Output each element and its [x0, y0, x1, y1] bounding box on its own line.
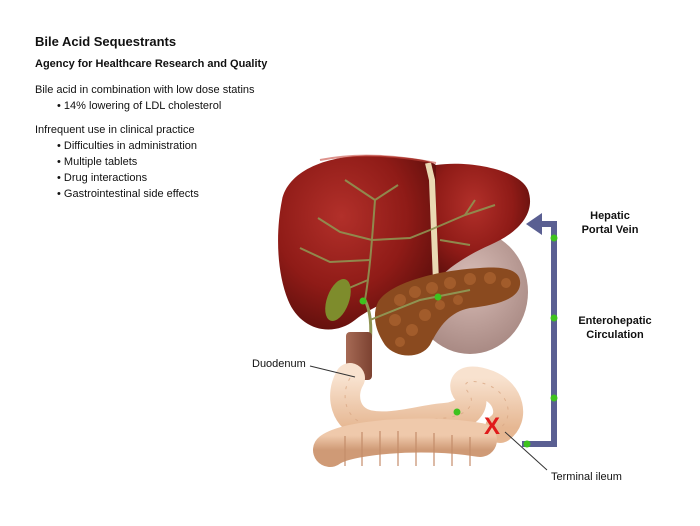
label-hepatic: Hepatic	[590, 210, 630, 222]
pancreatic-duct	[369, 289, 471, 321]
small-intestine-shape	[330, 363, 523, 443]
transport-dot	[550, 314, 558, 322]
label-terminal-ileum: Terminal ileum	[551, 471, 622, 483]
pancreas-texture	[389, 272, 511, 347]
section-heading: Infrequent use in clinical practice	[35, 124, 195, 136]
transport-dot	[523, 440, 531, 448]
transport-dot	[550, 394, 558, 402]
section-statins: Bile acid in combination with low dose s…	[35, 82, 255, 114]
transport-dot	[434, 293, 442, 301]
slide-subtitle: Agency for Healthcare Research and Quali…	[35, 58, 268, 70]
section-heading: Bile acid in combination with low dose s…	[35, 84, 255, 96]
bullet-item: Difficulties in administration	[57, 138, 199, 154]
bullet-item: 14% lowering of LDL cholesterol	[57, 98, 255, 114]
transport-dot	[453, 408, 461, 416]
duodenum-leader-line	[309, 365, 356, 378]
liver-shape	[278, 154, 531, 330]
label-enterohepatic: Enterohepatic	[578, 315, 651, 327]
section-clinical-use: Infrequent use in clinical practice Diff…	[35, 122, 199, 202]
transport-dots	[359, 234, 558, 448]
ileum-leader-line	[504, 431, 548, 471]
portal-vein-arrow	[522, 213, 557, 447]
block-mark-x: X	[484, 413, 500, 440]
label-portal-vein: Portal Vein	[582, 224, 639, 236]
bullet-item: Drug interactions	[57, 170, 199, 186]
bullet-item: Multiple tablets	[57, 154, 199, 170]
bile-duct-tree	[299, 179, 496, 301]
bullet-list: 14% lowering of LDL cholesterol	[35, 98, 255, 114]
slide-title: Bile Acid Sequestrants	[35, 34, 177, 49]
bullet-list: Difficulties in administration Multiple …	[35, 138, 199, 202]
label-circulation: Circulation	[586, 329, 644, 341]
label-duodenum: Duodenum	[252, 358, 306, 370]
bullet-item: Gastrointestinal side effects	[57, 186, 199, 202]
colon-shape	[313, 418, 497, 467]
colon-haustra	[344, 431, 471, 466]
transport-dot	[550, 234, 558, 242]
transport-dot	[359, 297, 367, 305]
